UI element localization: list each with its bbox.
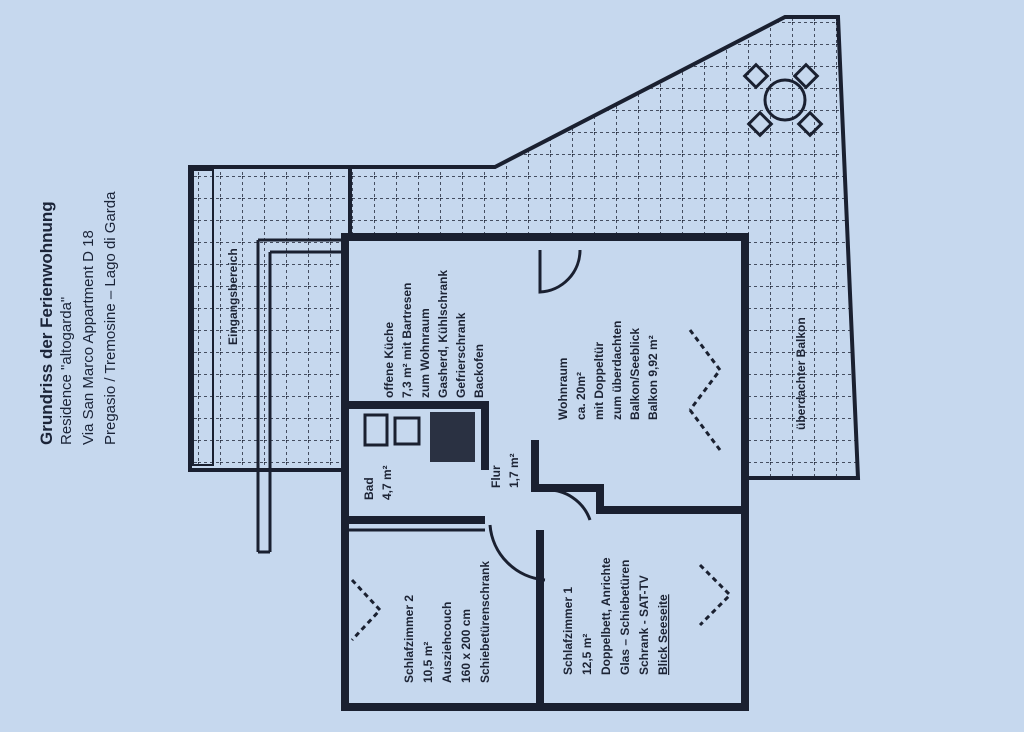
terrace-area xyxy=(188,15,861,554)
living-line: ca. 20m² xyxy=(574,372,588,420)
bedroom1-line: Blick Seeseite xyxy=(656,594,670,675)
living-room-label: Wohnraum ca. 20m² mit Doppeltür zum über… xyxy=(556,321,660,420)
kitchen-line: 7,3 m² mit Bartresen xyxy=(400,283,414,398)
plan-header: Grundriss der Ferienwohnung Residence "a… xyxy=(37,191,119,445)
kitchen-line: Gefrierschrank xyxy=(454,312,468,398)
kitchen-label: offene Küche 7,3 m² mit Bartresen zum Wo… xyxy=(382,270,486,398)
bedroom1-label: Schlafzimmer 1 12,5 m² Doppelbett, Anric… xyxy=(561,557,670,675)
address-line: Via San Marco Appartment D 18 xyxy=(80,230,97,445)
bath-line: Bad xyxy=(362,477,376,500)
bedroom1-line: Schlafzimmer 1 xyxy=(561,587,575,675)
bath-label: Bad 4,7 m² xyxy=(362,465,394,500)
living-line: Balkon 9,92 m² xyxy=(646,335,660,420)
location-line: Pregasio / Tremosine – Lago di Garda xyxy=(102,191,119,445)
bedroom1-line: Schrank - SAT-TV xyxy=(637,575,651,675)
bedroom2-label: Schlafzimmer 2 10,5 m² Ausziehcouch 160 … xyxy=(402,561,492,683)
bedroom2-line: Schiebetürenschrank xyxy=(478,561,492,683)
kitchen-line: offene Küche xyxy=(382,322,396,398)
bedroom2-line: Schlafzimmer 2 xyxy=(402,595,416,683)
living-line: Balkon/Seeblick xyxy=(628,328,642,420)
living-line: mit Doppeltür xyxy=(592,342,606,420)
bath-line: 4,7 m² xyxy=(380,465,394,500)
hall-line: 1,7 m² xyxy=(507,453,521,488)
bedroom1-line: 12,5 m² xyxy=(580,634,594,675)
hall-line: Flur xyxy=(489,465,503,488)
kitchen-line: Gasherd, Kühlschrank xyxy=(436,270,450,398)
apartment-walls xyxy=(341,233,749,711)
bedroom2-line: 10,5 m² xyxy=(421,642,435,683)
bedroom2-line: Ausziehcouch xyxy=(440,602,454,683)
residence-name: Residence "altogarda" xyxy=(58,297,75,445)
room-labels: Eingangsbereich überdachter Balkon offen… xyxy=(226,248,808,683)
table-chairs-icon xyxy=(742,62,824,138)
living-line: zum überdachten xyxy=(610,321,624,420)
kitchen-line: Backofen xyxy=(472,344,486,398)
living-line: Wohnraum xyxy=(556,358,570,420)
hall-label: Flur 1,7 m² xyxy=(489,453,521,488)
balcony-label: überdachter Balkon xyxy=(794,317,808,430)
kitchen-line: zum Wohnraum xyxy=(418,308,432,398)
bedroom1-line: Glas – Schiebetüren xyxy=(618,560,632,675)
plan-title: Grundriss der Ferienwohnung xyxy=(37,201,56,445)
bedroom1-line: Doppelbett, Anrichte xyxy=(599,557,613,675)
bedroom2-line: 160 x 200 cm xyxy=(459,609,473,683)
entrance-label: Eingangsbereich xyxy=(226,248,240,345)
